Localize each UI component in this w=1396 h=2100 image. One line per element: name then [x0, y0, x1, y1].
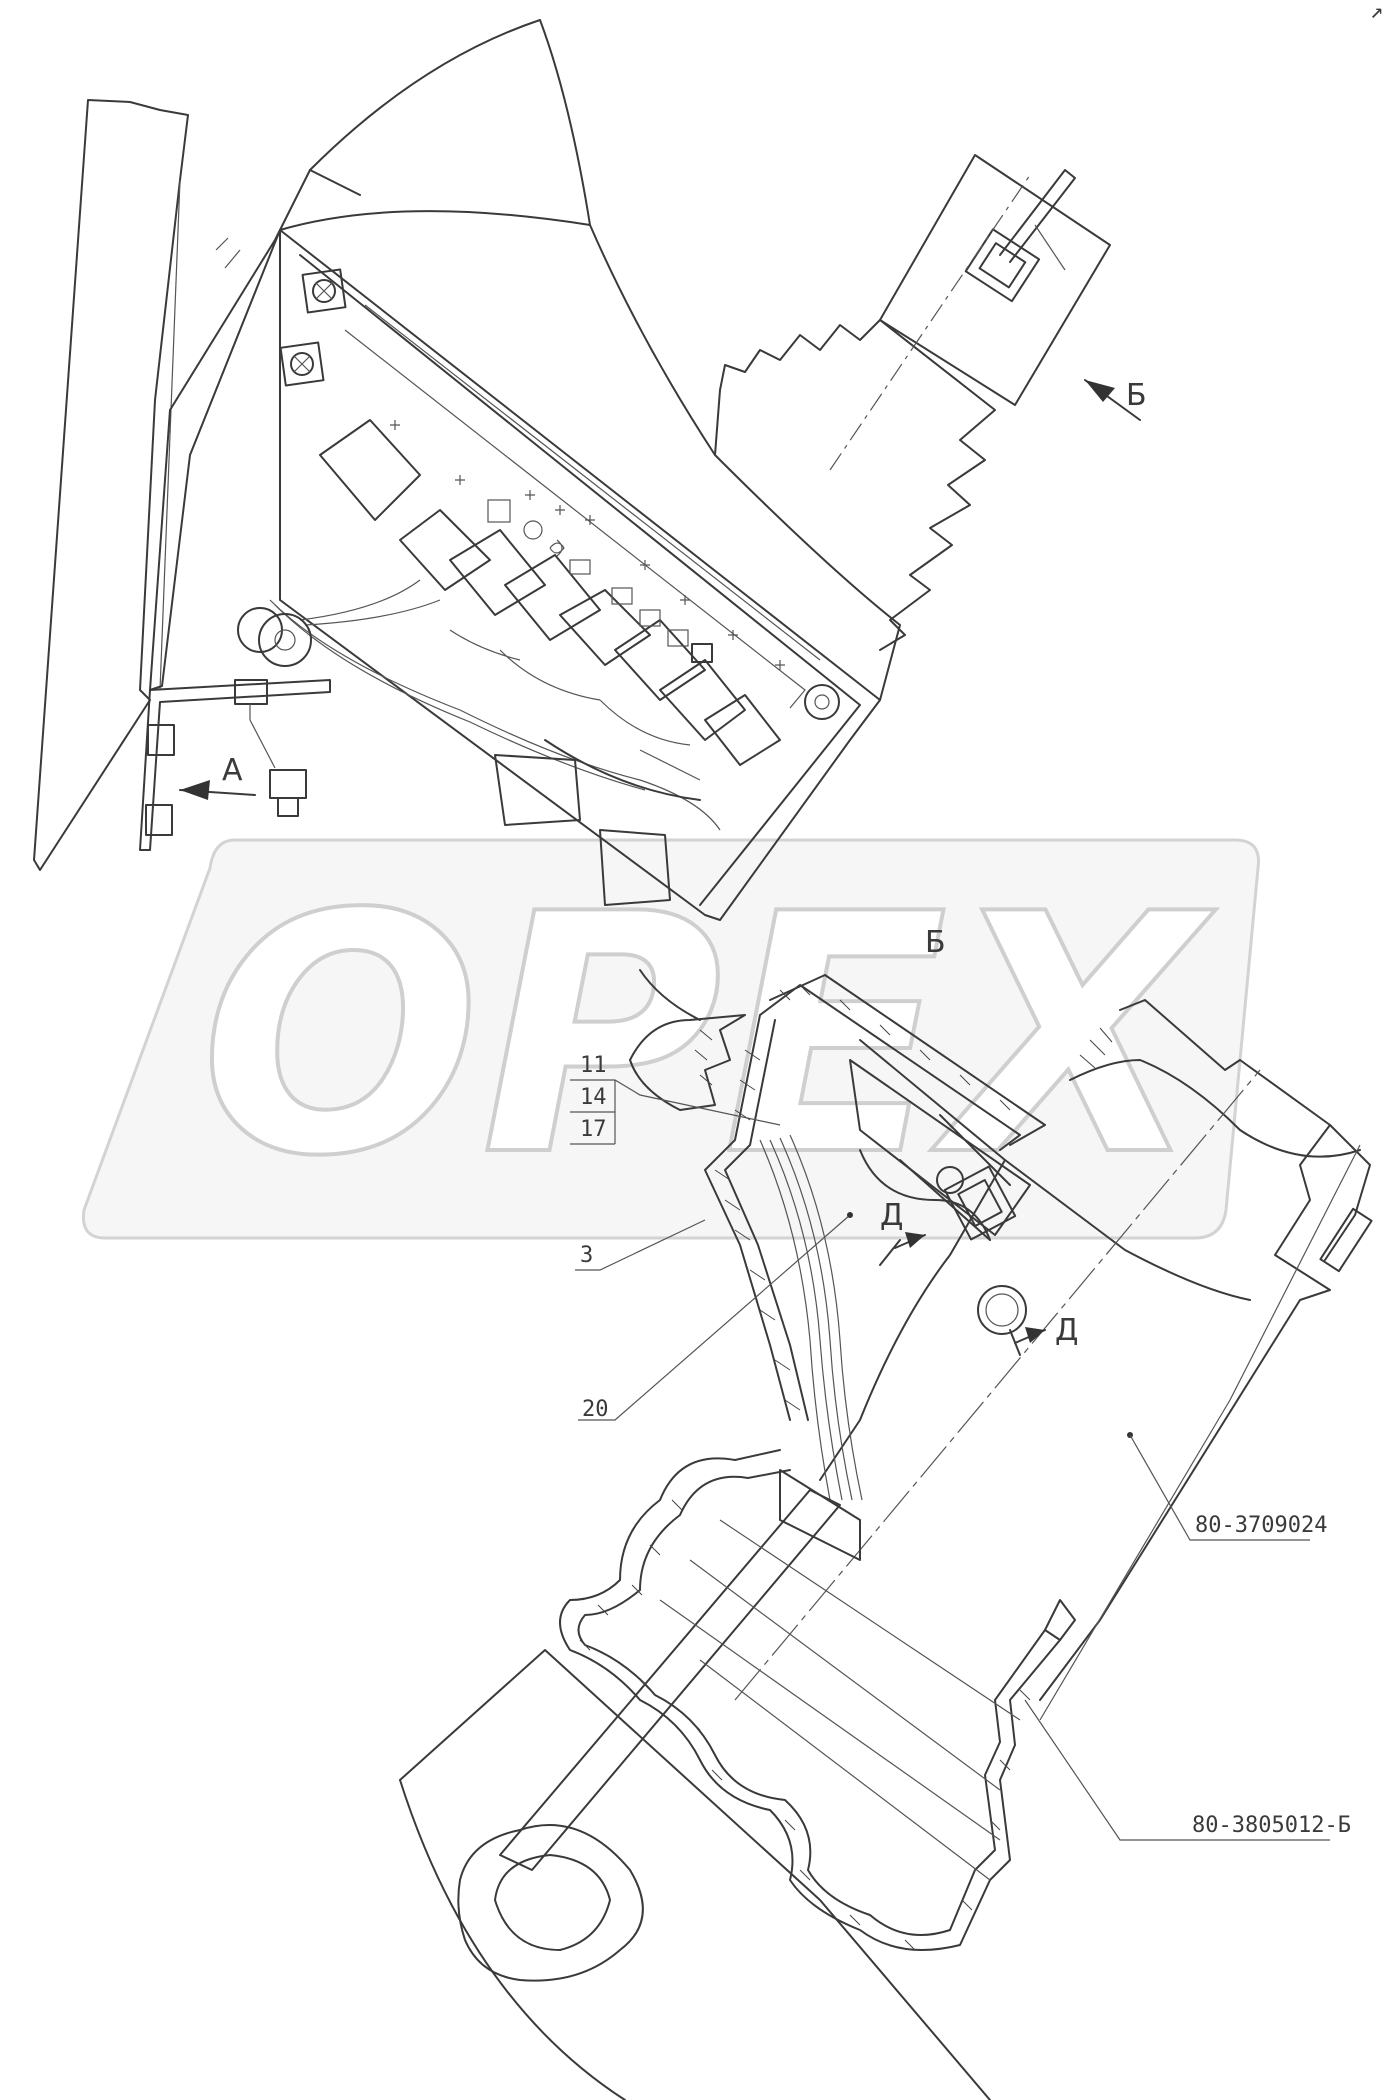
- svg-text:3: 3: [580, 1243, 593, 1268]
- callout-17: 17: [580, 1117, 607, 1142]
- screw-head-mid: [279, 341, 325, 387]
- section-label-d-top: Д: [880, 1198, 903, 1233]
- section-arrow-d-top[interactable]: Д: [879, 1198, 926, 1266]
- part-callout-cylinder: 80-3709024: [1127, 1432, 1327, 1541]
- view-arrow-a[interactable]: А: [179, 753, 256, 800]
- callout-stack: 11 14 17: [570, 1053, 781, 1145]
- callout-20: 20: [578, 1212, 853, 1422]
- section-label-b: Б: [925, 925, 946, 960]
- view-label-a: А: [222, 753, 243, 788]
- relay-modules: [319, 419, 781, 766]
- callout-3: 3: [575, 1219, 706, 1271]
- callout-11: 11: [580, 1053, 607, 1078]
- section-arrow-d-bottom[interactable]: Д: [1009, 1313, 1078, 1356]
- corner-mark: ↗: [1370, 0, 1383, 24]
- view-arrow-b[interactable]: Б: [1084, 378, 1147, 421]
- callout-14: 14: [580, 1085, 607, 1110]
- cab-pillar: [33, 99, 189, 871]
- wiring-harness: [269, 579, 721, 831]
- section-label-d-bottom: Д: [1055, 1313, 1078, 1348]
- lower-connectors: [494, 739, 701, 906]
- mount-bracket: [139, 679, 331, 851]
- switch-block: [139, 229, 881, 921]
- section-view-b: Б: [399, 925, 1373, 2100]
- view-label-b: Б: [1126, 378, 1147, 413]
- svg-text:80-3805012-Б: 80-3805012-Б: [1192, 1813, 1351, 1838]
- switch-symbols: [390, 420, 785, 670]
- svg-text:20: 20: [582, 1397, 609, 1422]
- svg-text:80-3709024: 80-3709024: [1195, 1513, 1327, 1538]
- watermark-logo: ОРЕХ: [81, 838, 1261, 1240]
- part-callout-boot: 80-3805012-Б: [1024, 1699, 1351, 1841]
- pivot-joint: [237, 607, 312, 667]
- screw-head-top: [301, 268, 347, 314]
- screw-head-right: [804, 684, 840, 720]
- joystick-upper: [714, 154, 1111, 651]
